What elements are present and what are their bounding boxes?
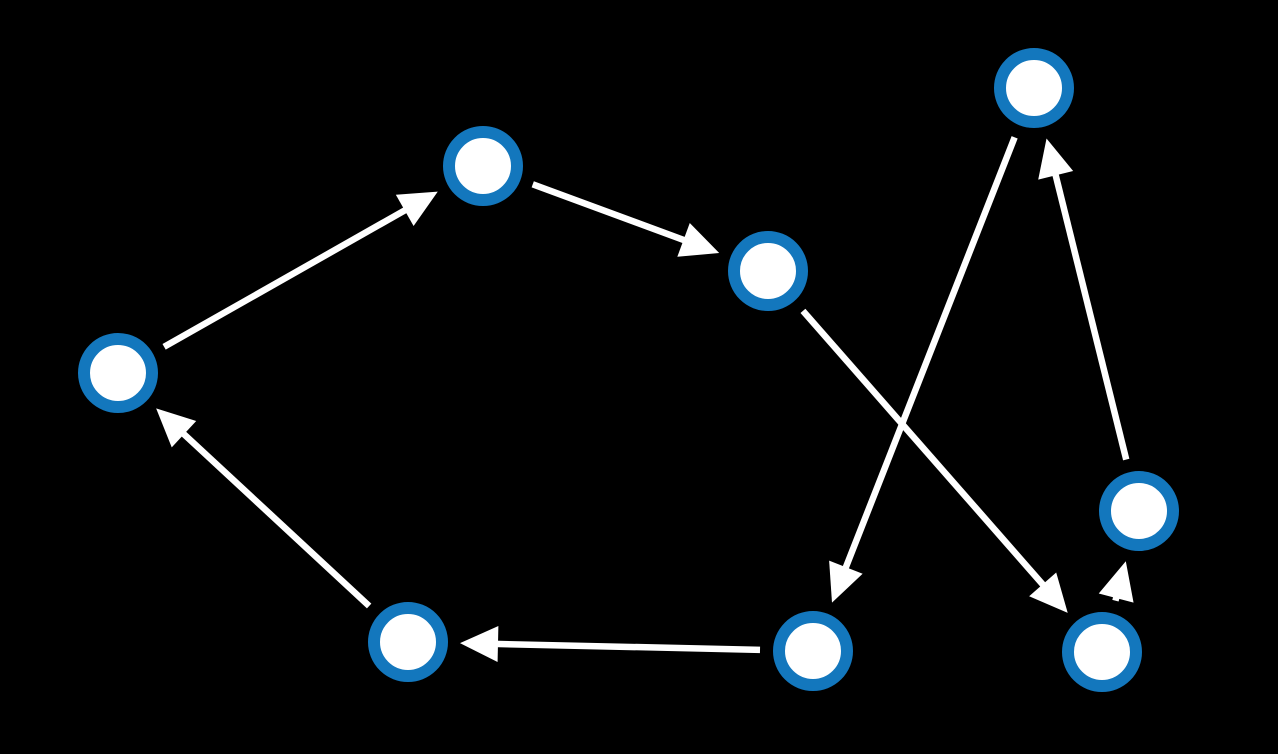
- edge-shaft: [493, 640, 761, 654]
- graph-node-left: [78, 333, 158, 413]
- graph-node-bottom-left: [368, 602, 448, 682]
- edge-shaft: [841, 136, 1018, 573]
- edge-top-right-to-bottom-mid: [829, 136, 1018, 603]
- edge-bottom-mid-to-bottom-left: [459, 626, 761, 662]
- arrowhead-icon: [829, 560, 863, 603]
- arrowhead-icon: [395, 191, 438, 227]
- edge-left-to-upper-mid: [162, 191, 438, 350]
- graph-node-right: [1099, 471, 1179, 551]
- graph-node-top-right: [994, 48, 1074, 128]
- edge-shaft: [800, 308, 1048, 590]
- edge-mid-to-bottom-right: [800, 308, 1068, 613]
- edge-bottom-right-to-right: [1098, 561, 1134, 603]
- edge-shaft: [178, 429, 372, 609]
- graph-node-upper-mid: [443, 126, 523, 206]
- arrowhead-icon: [459, 626, 499, 662]
- edge-right-to-top-right: [1038, 138, 1130, 461]
- edge-shaft: [162, 205, 410, 350]
- arrowhead-icon: [156, 408, 197, 448]
- graph-node-bottom-right: [1062, 612, 1142, 692]
- edge-shaft: [531, 181, 689, 245]
- edge-bottom-left-to-left: [156, 408, 372, 609]
- graph-node-mid: [728, 231, 808, 311]
- graph-node-bottom-mid: [773, 611, 853, 691]
- arrowhead-icon: [677, 222, 720, 257]
- arrowhead-icon: [1029, 572, 1068, 613]
- edge-shaft: [1051, 170, 1130, 461]
- edge-upper-mid-to-mid: [531, 181, 720, 257]
- arrowhead-icon: [1038, 138, 1074, 180]
- arrowhead-icon: [1098, 561, 1134, 603]
